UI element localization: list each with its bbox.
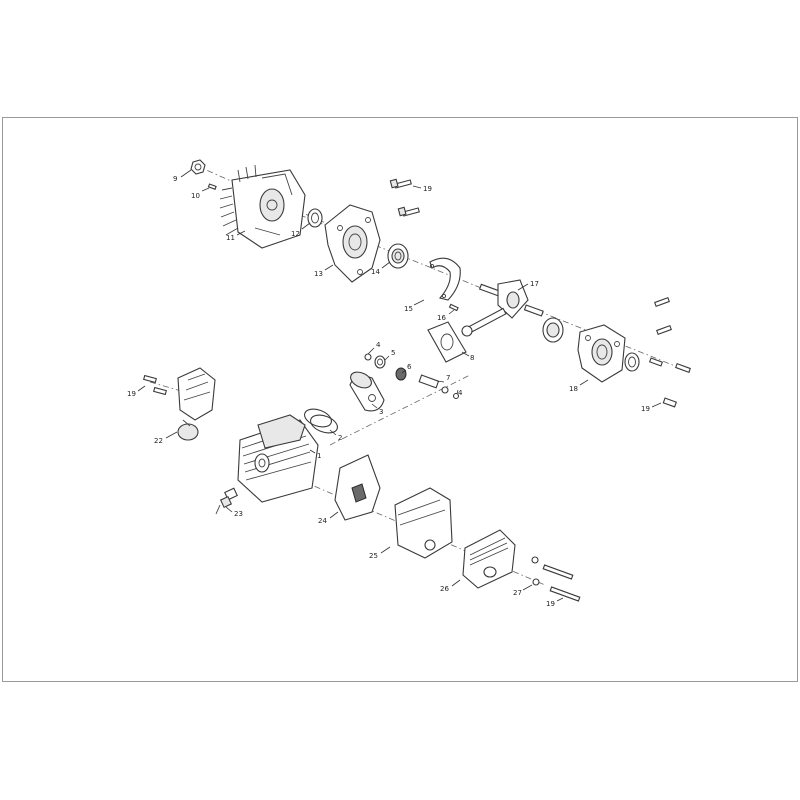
part-3-piston xyxy=(349,371,385,412)
part-2-piston-rings xyxy=(304,408,338,434)
callout-4-upper: 4 xyxy=(376,341,381,349)
callout-14: 14 xyxy=(371,268,380,276)
callout-11: 11 xyxy=(226,234,235,242)
part-24-muffler-gasket xyxy=(334,454,381,521)
part-22-ignition-coil xyxy=(177,367,216,441)
callout-23: 23 xyxy=(234,510,243,518)
part-6-bearing xyxy=(395,367,407,381)
callout-19-lower: 19 xyxy=(546,600,555,608)
part-18-crankcase-half xyxy=(577,324,626,383)
callout-27: 27 xyxy=(513,589,522,597)
part-4-circlip-upper xyxy=(364,353,372,361)
part-19-bolts-lower xyxy=(542,564,581,602)
part-15-gasket xyxy=(429,257,461,301)
part-17-bearing-right xyxy=(542,317,564,343)
part-12-oil-seal xyxy=(307,208,323,228)
drawing-frame xyxy=(2,117,798,682)
part-19-bolts-top xyxy=(389,178,420,217)
part-11-fan-housing xyxy=(219,164,306,249)
callout-22: 22 xyxy=(154,437,163,445)
callout-8: 8 xyxy=(470,354,474,362)
callout-3: 3 xyxy=(379,408,383,416)
part-13-crankcase-half xyxy=(324,204,381,283)
part-4-circlip-lower xyxy=(441,386,460,400)
part-7-piston-pin xyxy=(418,374,440,389)
part-17-crankshaft xyxy=(461,279,544,337)
callout-19-top: 19 xyxy=(423,185,432,193)
callout-12: 12 xyxy=(291,230,300,238)
part-5-needle-bearing xyxy=(374,355,386,369)
callout-24: 24 xyxy=(318,517,327,525)
callout-10: 10 xyxy=(191,192,200,200)
callout-6: 6 xyxy=(407,363,412,371)
part-1-cylinder xyxy=(237,414,319,503)
part-19-bolts-left xyxy=(143,374,167,396)
callout-17: 17 xyxy=(530,280,539,288)
callout-7: 7 xyxy=(446,374,450,382)
callout-26: 26 xyxy=(440,585,449,593)
callout-15: 15 xyxy=(404,305,413,313)
part-8-gasket xyxy=(427,321,467,363)
part-27-washers xyxy=(531,556,540,586)
callout-4-lower: 4 xyxy=(458,389,463,397)
callout-19-right: 19 xyxy=(641,405,650,413)
callout-labels: 9 10 11 12 13 14 15 16 17 18 19 8 4 5 6 … xyxy=(127,175,650,608)
callout-13: 13 xyxy=(314,270,323,278)
callout-9: 9 xyxy=(173,175,177,183)
part-9-nut xyxy=(190,159,206,175)
callout-leaders xyxy=(137,169,662,602)
callout-16: 16 xyxy=(437,314,446,322)
part-18-seal xyxy=(624,352,640,372)
part-26-muffler-cover xyxy=(462,529,516,589)
part-25-muffler xyxy=(394,487,453,559)
part-16-pin xyxy=(448,303,459,312)
part-19-bolts-right xyxy=(648,297,691,408)
callout-19-left: 19 xyxy=(127,390,136,398)
callout-5: 5 xyxy=(391,349,395,357)
part-14-bearing xyxy=(387,243,409,269)
callout-2: 2 xyxy=(338,434,342,442)
callout-18: 18 xyxy=(569,385,578,393)
callout-25: 25 xyxy=(369,552,378,560)
part-10-pin xyxy=(207,183,217,190)
callout-1: 1 xyxy=(317,452,321,460)
part-23-spark-plug xyxy=(215,487,238,515)
